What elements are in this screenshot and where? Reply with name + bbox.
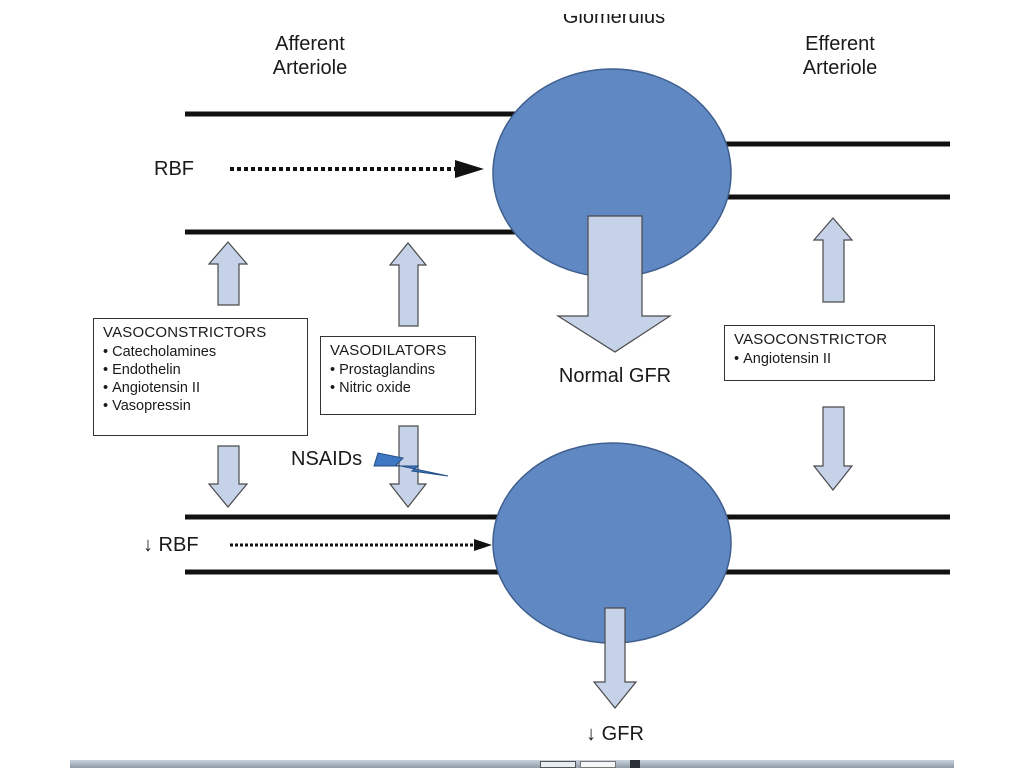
list-item: Endothelin [103,361,298,379]
list-item: Angiotensin II [734,350,925,368]
vasoconstrictor-efferent-list: Angiotensin II [734,350,925,368]
top-panel [185,68,950,353]
reduced-rbf-label: ↓ RBF [143,534,199,556]
vasoconstrictors-list: Catecholamines Endothelin Angiotensin II… [103,343,298,415]
rbf-flow-arrowhead [455,160,484,178]
list-item: Vasopressin [103,397,298,415]
normal-gfr-arrow [555,215,673,353]
efferent-down-arrow [812,406,854,491]
rbf-label: RBF [154,158,194,180]
taskbar-button[interactable] [630,760,640,768]
glomerulus-title: Glomerulus [544,14,684,34]
list-item: Prostaglandins [330,361,466,379]
low-gfr-arrow [592,607,638,709]
vasoconstrictor-efferent-box: VASOCONSTRICTOR Angiotensin II [724,325,935,381]
list-item: Angiotensin II [103,379,298,397]
efferent-up-arrow [812,217,854,303]
list-item: Catecholamines [103,343,298,361]
vasodilators-title: VASODILATORS [330,342,447,359]
nsaids-label: NSAIDs [291,448,363,470]
efferent-label-line2: Arteriole [802,57,878,79]
taskbar [70,760,954,768]
glomerulus-title-text: Glomerulus [562,14,666,28]
afferent-label-line2: Arteriole [272,57,348,79]
reduced-gfr-label: ↓ GFR [586,723,644,745]
vasoconstrictor-efferent-title: VASOCONSTRICTOR [734,331,888,348]
efferent-label: Efferent Arteriole [770,32,910,80]
vasoconstrictors-title: VASOCONSTRICTORS [103,324,267,341]
vasodilators-list: Prostaglandins Nitric oxide [330,361,466,397]
rbf-reduced-flow-arrowhead [474,539,492,551]
lightning-bolt-icon [373,452,449,477]
taskbar-button[interactable] [580,761,616,768]
efferent-label-line1: Efferent [805,33,875,55]
afferent-label-line1: Afferent [275,33,345,55]
vasoconstrictors-box: VASOCONSTRICTORS Catecholamines Endothel… [93,318,308,436]
afferent-label: Afferent Arteriole [240,32,380,80]
taskbar-button[interactable] [540,761,576,768]
vasoconstrictor-down-arrow [207,445,249,508]
vasodilators-box: VASODILATORS Prostaglandins Nitric oxide [320,336,476,415]
normal-gfr-label: Normal GFR [558,365,672,387]
vasodilator-up-arrow [388,242,428,327]
list-item: Nitric oxide [330,379,466,397]
vasoconstrictor-up-arrow [207,241,249,306]
bottom-panel [185,406,950,709]
